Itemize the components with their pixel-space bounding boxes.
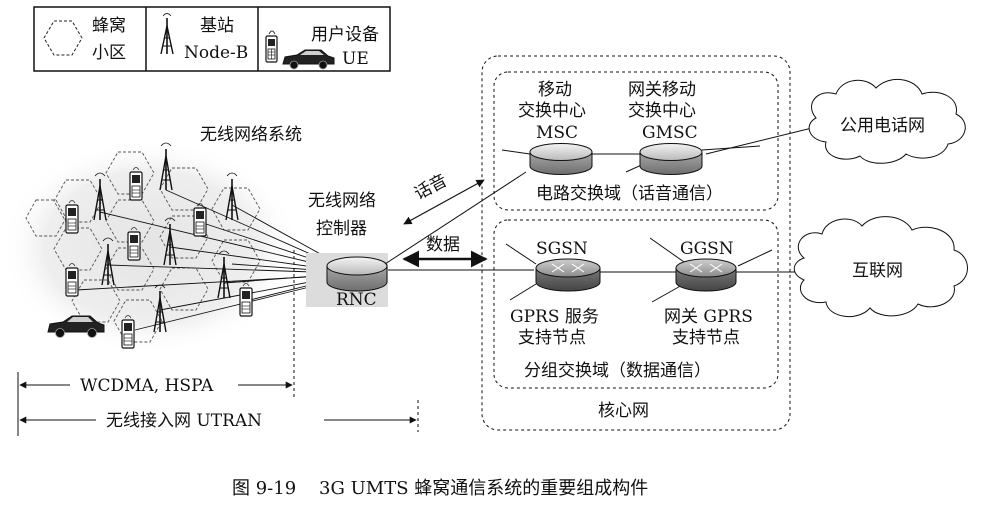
phone <box>127 227 141 261</box>
range-outer-label: 无线接入网 UTRAN <box>106 411 262 431</box>
phone-icon <box>265 30 278 63</box>
legend: 蜂窝 小区 基站 Node-B 用户设备 UE <box>33 6 391 72</box>
tower <box>217 250 231 299</box>
rnc-label: RNC <box>336 290 377 310</box>
core-network-box <box>481 55 791 431</box>
phone <box>65 263 79 297</box>
sgsn-desc-line1: GPRS 服务 <box>510 307 599 327</box>
tower <box>159 142 173 191</box>
msc-label: MSC <box>536 123 578 143</box>
rnc-title-line1: 无线网络 <box>308 191 376 211</box>
radio-network-area <box>0 139 300 355</box>
base-station-icon <box>160 13 174 55</box>
car-icon <box>282 49 335 70</box>
core-network-label: 核心网 <box>598 401 649 421</box>
phones <box>65 167 253 349</box>
ggsn-router-icon <box>675 258 737 292</box>
tower <box>153 284 167 333</box>
range-markers <box>17 250 419 436</box>
cell-icon <box>43 20 83 56</box>
rnc-title-line2: 控制器 <box>316 219 367 239</box>
range-inner-label: WCDMA, HSPA <box>80 376 214 396</box>
data-label: 数据 <box>426 235 460 255</box>
msc-title-line1: 移动 <box>538 80 572 100</box>
internet-cloud: 互联网 <box>793 216 968 318</box>
internet-label: 互联网 <box>852 261 903 281</box>
rnc-node: 无线网络 控制器 RNC <box>306 191 388 310</box>
ggsn-desc-line1: 网关 GPRS <box>664 307 753 327</box>
circuit-domain-box <box>493 71 779 211</box>
gmsc-router-icon <box>639 143 703 175</box>
phone <box>121 315 135 349</box>
ggsn-desc-line2: 支持节点 <box>672 328 740 348</box>
car <box>47 315 105 338</box>
packet-domain-box <box>493 219 779 389</box>
data-link <box>388 250 534 271</box>
legend-cell-line2: 小区 <box>92 43 126 63</box>
tower <box>163 217 177 266</box>
gmsc-label: GMSC <box>642 123 698 143</box>
legend-base-station-line2: Node-B <box>184 43 248 63</box>
phone <box>129 167 143 201</box>
voice-label: 话音 <box>411 171 450 205</box>
ggsn-label: GGSN <box>680 239 734 259</box>
packet-domain-label: 分组交换域（数据通信） <box>524 361 711 381</box>
legend-cell-line1: 蜂窝 <box>92 16 126 36</box>
towers <box>93 142 239 333</box>
pstn-cloud: 公用电话网 <box>808 79 966 164</box>
sgsn-router-icon <box>535 258 601 292</box>
msc-title-line2: 交换中心 <box>518 101 586 121</box>
ran-label: 无线网络系统 <box>200 125 302 145</box>
cell-grid <box>25 151 261 343</box>
legend-ue-line2: UE <box>342 49 369 69</box>
router-icon <box>326 256 388 292</box>
phone <box>65 200 79 234</box>
phone <box>193 203 207 237</box>
voice-link <box>384 171 527 265</box>
phone <box>239 283 253 317</box>
msc-router-icon <box>529 143 593 175</box>
circuit-domain-label: 电路交换域（话音通信） <box>536 184 723 204</box>
tower <box>101 237 115 286</box>
pstn-label: 公用电话网 <box>840 116 925 136</box>
gmsc-title-line2: 交换中心 <box>628 101 696 121</box>
sgsn-desc-line2: 支持节点 <box>518 328 586 348</box>
legend-ue-line1: 用户设备 <box>311 25 379 45</box>
tower <box>93 172 107 221</box>
sgsn-label: SGSN <box>536 239 588 259</box>
figure-caption: 图 9-19 3G UMTS 蜂窝通信系统的重要组成构件 <box>232 478 648 499</box>
legend-base-station-line1: 基站 <box>200 16 234 36</box>
tower <box>225 172 239 221</box>
gmsc-title-line1: 网关移动 <box>628 80 696 100</box>
